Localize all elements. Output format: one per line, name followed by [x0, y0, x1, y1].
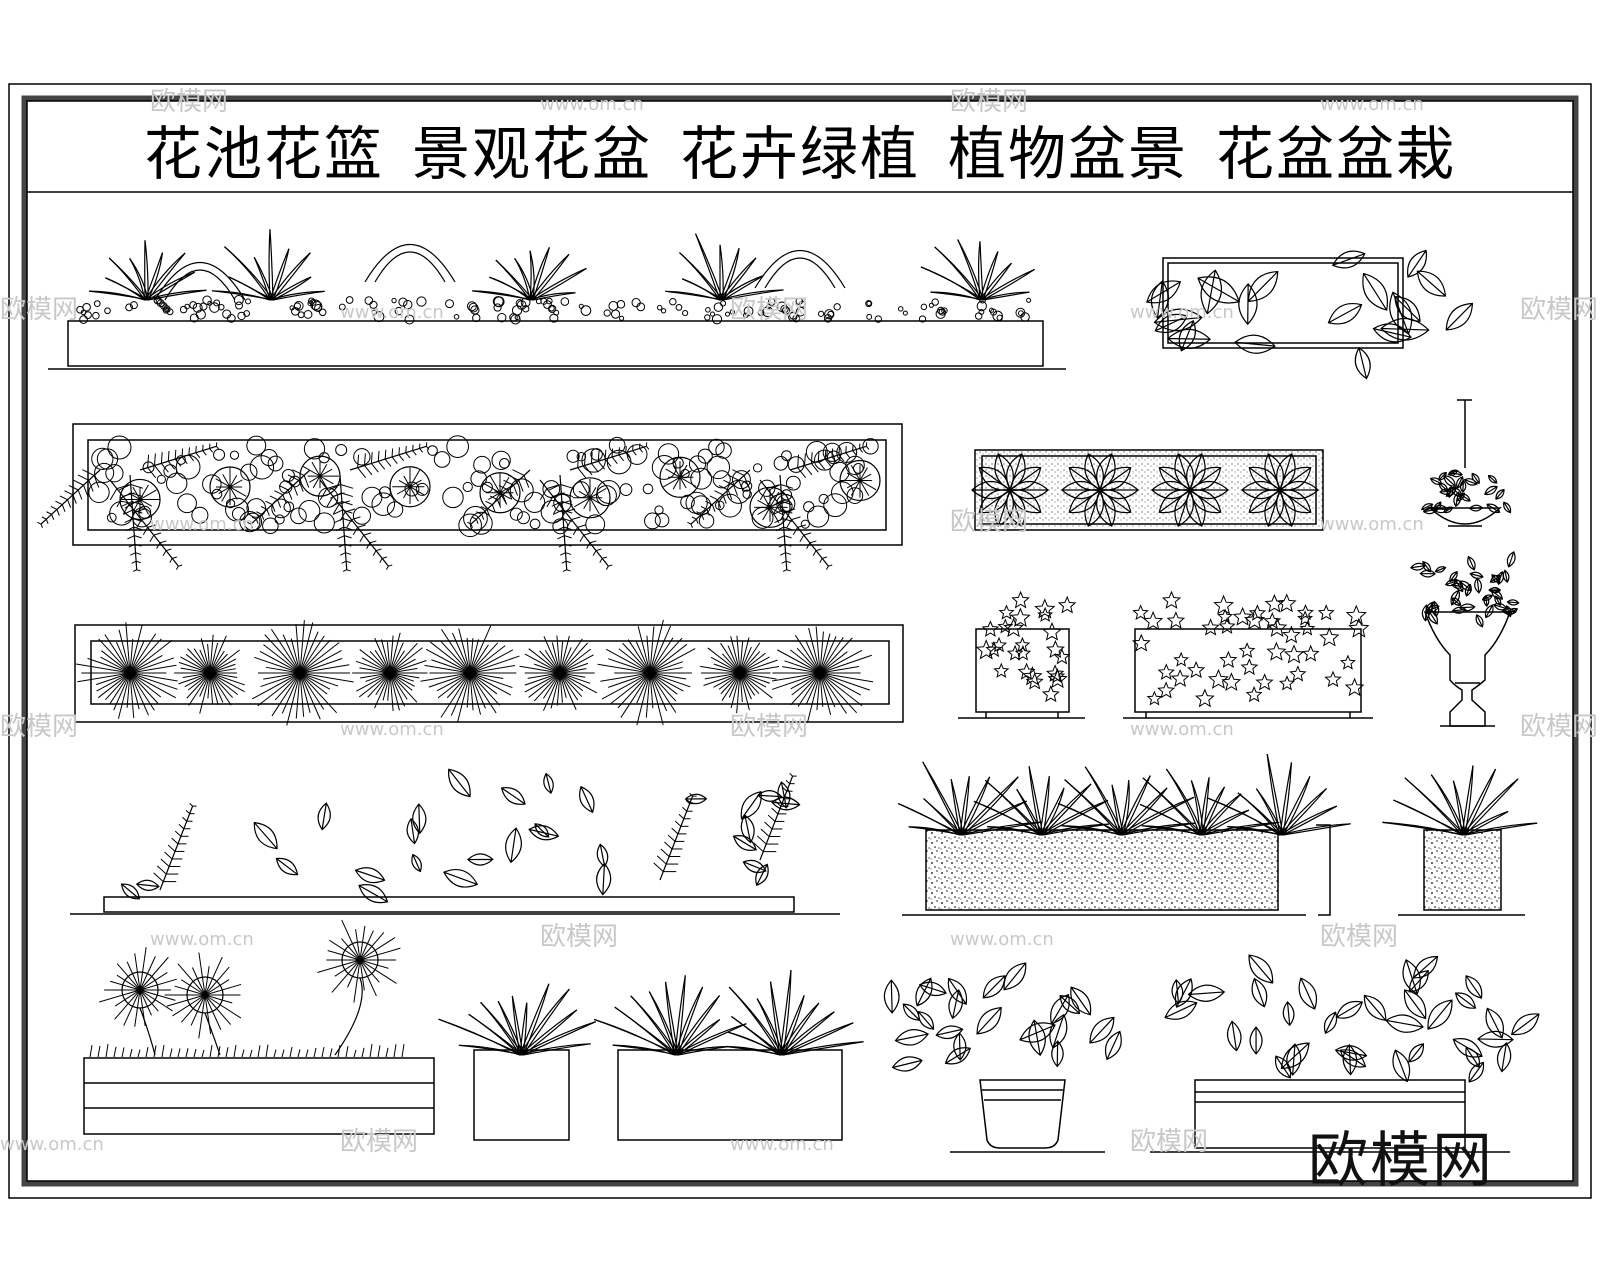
planter-plank [84, 1058, 434, 1134]
planter-low-mixed [70, 897, 840, 914]
title-item: 花卉绿植 [680, 107, 920, 191]
plant-ferns [37, 442, 868, 571]
planter-raised-long [48, 321, 1066, 369]
watermark: 欧模网 [0, 712, 78, 742]
watermark: www.om.cn [0, 1134, 104, 1155]
watermark: 欧模网 [950, 507, 1028, 537]
title-item: 景观花盆 [412, 107, 652, 191]
title-item: 花池花篮 [144, 107, 384, 191]
watermark: 欧模网 [730, 712, 808, 742]
watermark: 欧模网 [730, 295, 808, 325]
title-item: 植物盆景 [948, 107, 1188, 191]
plant-broadleaf-bottom [884, 950, 1544, 1085]
plant-spiky-group-1 [89, 229, 1035, 300]
plant-spider [439, 970, 864, 1055]
watermark: 欧模网 [1320, 922, 1398, 952]
watermark: www.om.cn [1320, 514, 1424, 535]
watermark: 欧模网 [1520, 295, 1598, 325]
title-item: 花盆盆栽 [1216, 107, 1456, 191]
urn-planter [1425, 612, 1510, 726]
watermark: www.om.cn [1130, 719, 1234, 740]
plant-pine-bursts [76, 620, 873, 726]
plant-grass-tufts [898, 754, 1537, 835]
watermark: www.om.cn [340, 302, 444, 323]
watermark: www.om.cn [950, 929, 1054, 950]
planter-speckled-small [1398, 830, 1525, 915]
watermark: 欧模网 [340, 1127, 418, 1157]
plant-mixed-leaves [118, 765, 800, 909]
watermark: www.om.cn [730, 1134, 834, 1155]
pot-spider-small [474, 1050, 569, 1140]
watermark: www.om.cn [150, 514, 254, 535]
watermark: www.om.cn [1130, 302, 1234, 323]
brand-logo: 欧模网 [1308, 1112, 1494, 1199]
watermark: 欧模网 [540, 922, 618, 952]
pot-round-leafy [950, 1080, 1105, 1152]
page-title: 花池花篮 景观花盆 花卉绿植 植物盆景 花盆盆栽 [26, 108, 1574, 190]
pot-star-large [1123, 629, 1373, 718]
pot-spider-wide [618, 1050, 842, 1140]
pot-star-small [958, 629, 1085, 718]
plant-shrub-dots-row [77, 296, 1031, 324]
watermark: 欧模网 [1520, 712, 1598, 742]
watermark: www.om.cn [340, 719, 444, 740]
watermark: 欧模网 [1130, 1127, 1208, 1157]
plant-star-flowers [977, 592, 1368, 706]
watermark: www.om.cn [150, 929, 254, 950]
watermark: 欧模网 [0, 295, 78, 325]
planter-speckled-large [902, 825, 1330, 915]
